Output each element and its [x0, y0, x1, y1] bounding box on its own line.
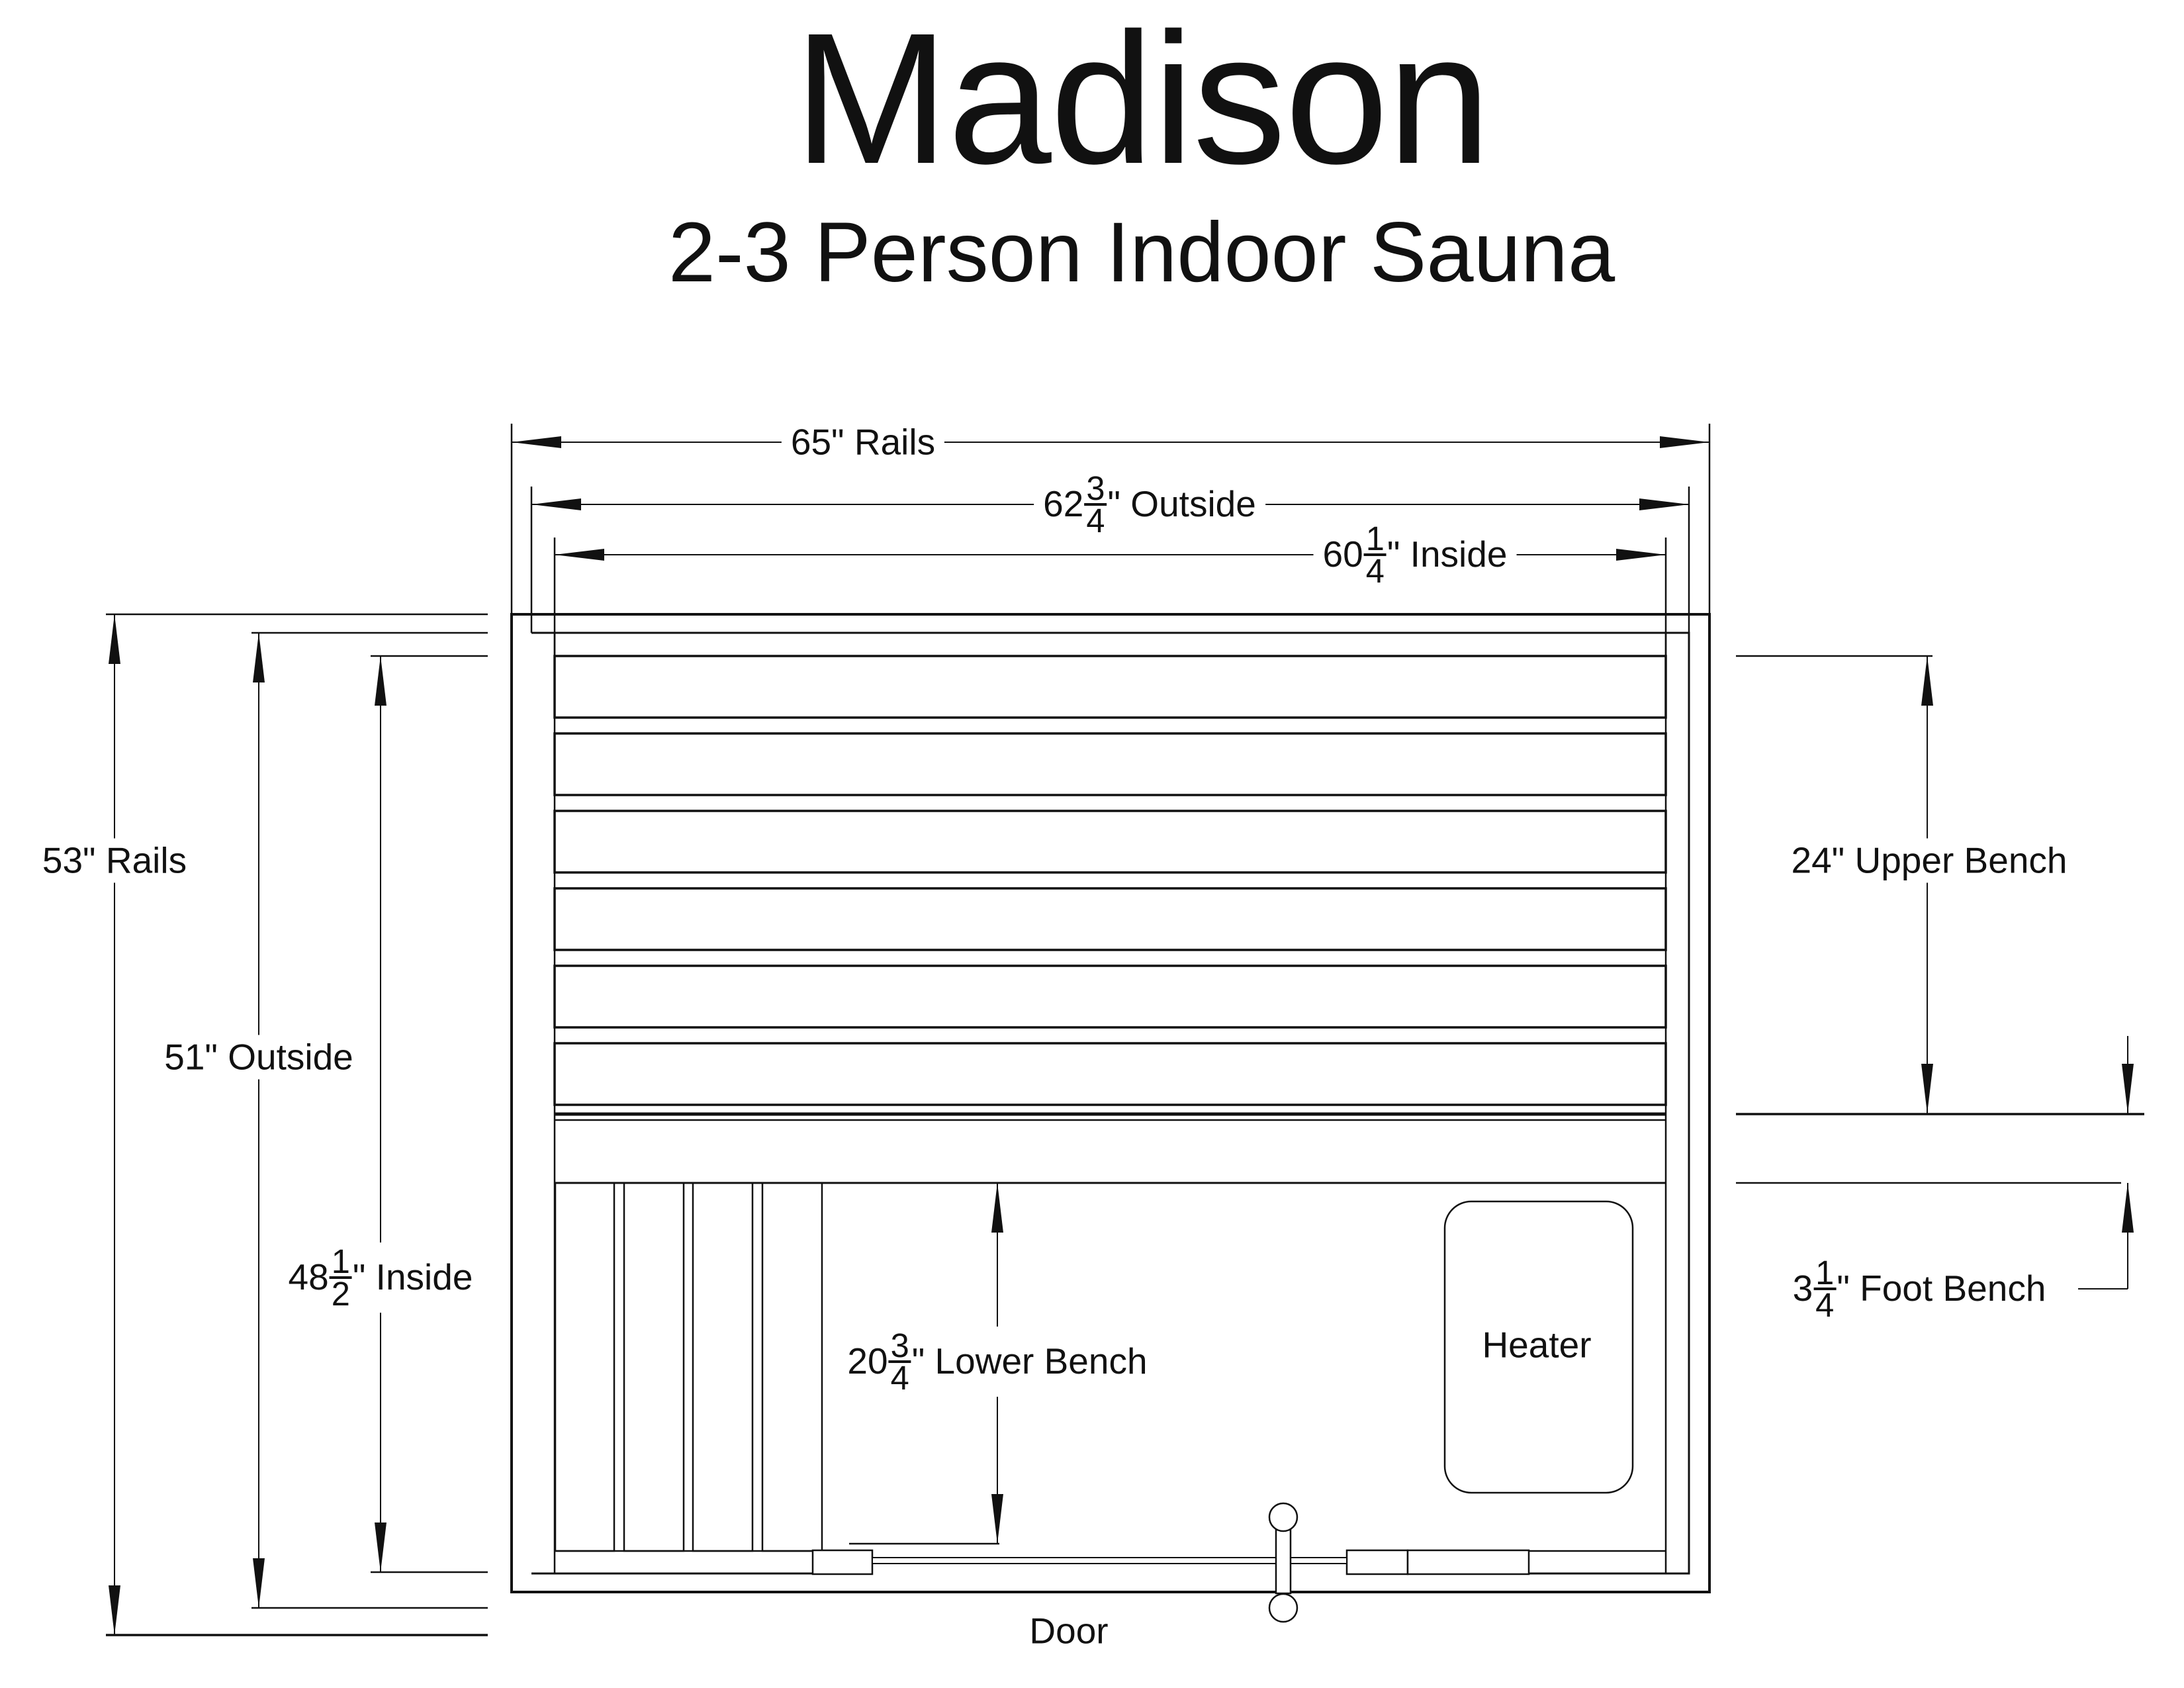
dim-rest: " Lower Bench	[911, 1340, 1148, 1382]
extension-lines	[106, 424, 2144, 1636]
page-subtitle: 2-3 Person Indoor Sauna	[668, 205, 1615, 300]
dim-text: 51" Outside	[164, 1036, 353, 1078]
dim-whole: 3	[1792, 1268, 1813, 1309]
heater-outline	[1443, 1200, 1634, 1494]
dim-text: 53" Rails	[42, 839, 187, 881]
door-panel	[872, 1557, 1347, 1564]
door-label: Door	[1029, 1613, 1108, 1650]
dim-whole: 60	[1322, 534, 1363, 575]
bench-slat	[553, 810, 1667, 874]
fraction-denominator: 4	[890, 1359, 909, 1397]
dimension-arrowheads	[109, 436, 2134, 1635]
lower-bench-plank	[692, 1182, 754, 1552]
door-jamb-left	[811, 1549, 874, 1575]
outer-wall	[510, 613, 1711, 1593]
dim-rest: " Outside	[1107, 483, 1256, 525]
dim-whole: 62	[1043, 483, 1084, 525]
fraction-denominator: 4	[1086, 502, 1105, 540]
inner-wall	[531, 632, 1690, 1575]
dim-rails-height-label: 53" Rails	[32, 838, 197, 883]
fraction-denominator: 4	[1365, 552, 1385, 590]
dim-text: 65" Rails	[790, 421, 936, 463]
lower-bench-plank	[623, 1182, 685, 1552]
dim-rest: " Inside	[1387, 534, 1508, 575]
door-text: Door	[1029, 1610, 1109, 1652]
fraction-numerator: 1	[329, 1244, 352, 1280]
dimension-lines	[114, 442, 2128, 1635]
door-jamb-right-outer	[1406, 1549, 1530, 1575]
fraction-numerator: 1	[1363, 522, 1387, 557]
heater-label: Heater	[1482, 1327, 1591, 1364]
dim-whole: 48	[288, 1256, 329, 1298]
dim-outside-height-label: 51" Outside	[155, 1035, 363, 1080]
lower-bench-plank	[761, 1182, 823, 1552]
dim-text: 24" Upper Bench	[1791, 839, 2068, 881]
bench-slat	[553, 1042, 1667, 1106]
fraction-numerator: 3	[1084, 471, 1107, 506]
dim-rest: " Inside	[352, 1256, 473, 1298]
title-block: Madison 2-3 Person Indoor Sauna	[668, 5, 1615, 295]
door-handle-knob-top	[1268, 1502, 1298, 1532]
door-handle-stem	[1275, 1528, 1292, 1595]
door-jamb-right-inner	[1345, 1549, 1409, 1575]
dim-rest: " Foot Bench	[1837, 1268, 2046, 1309]
page-title: Madison	[794, 0, 1491, 203]
lower-bench-plank	[554, 1182, 615, 1552]
dim-rails-width-label: 65" Rails	[781, 420, 945, 465]
fraction-numerator: 3	[888, 1329, 911, 1364]
bench-slat	[553, 887, 1667, 951]
bench-slat	[553, 964, 1667, 1029]
bench-slat	[553, 732, 1667, 796]
dim-whole: 20	[847, 1340, 888, 1382]
fraction-denominator: 4	[1815, 1286, 1835, 1325]
heater-text: Heater	[1482, 1324, 1592, 1366]
door-handle-knob-bottom	[1268, 1593, 1298, 1623]
fraction-denominator: 2	[331, 1275, 350, 1313]
fraction-numerator: 1	[1813, 1256, 1837, 1291]
dim-upper-bench-label: 24" Upper Bench	[1782, 838, 2077, 883]
bench-slat	[553, 655, 1667, 719]
